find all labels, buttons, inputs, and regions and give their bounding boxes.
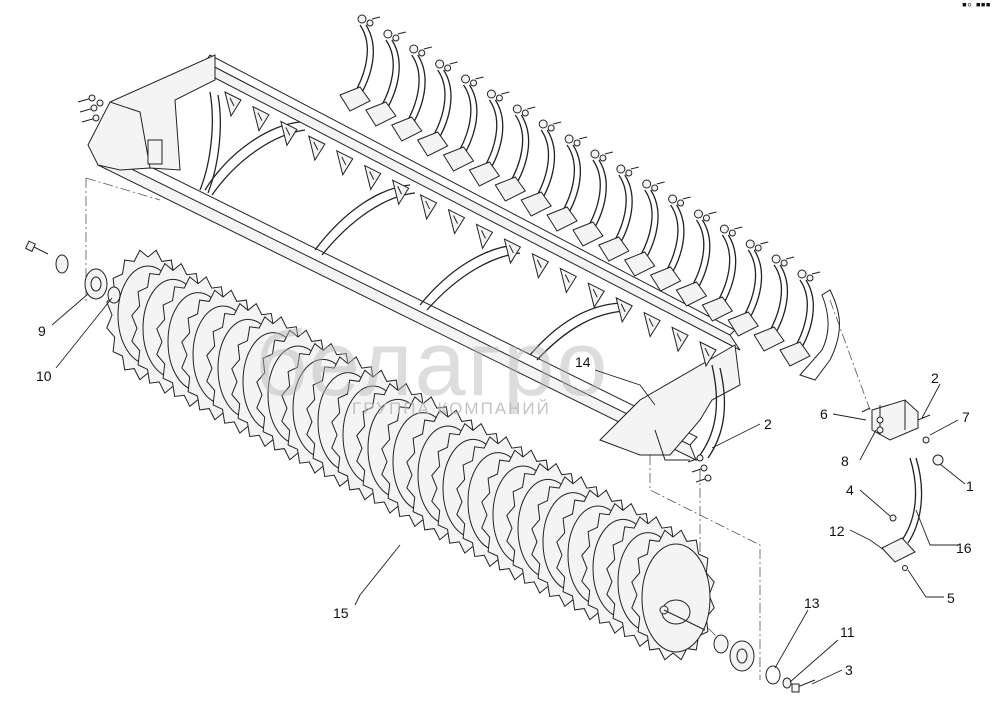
callout-12: 12 — [829, 523, 845, 539]
beam-bracket — [224, 91, 242, 118]
spring-tine — [416, 59, 458, 157]
corner-mark: ▪◦ ▪▪▪ — [962, 0, 991, 12]
beam-bracket — [503, 238, 522, 265]
callout-13: 13 — [804, 595, 820, 611]
spring-tine — [727, 239, 769, 337]
right-frame-bolts — [687, 454, 712, 483]
spring-tine — [649, 194, 691, 292]
callout-9: 9 — [38, 323, 46, 339]
spring-tine — [572, 149, 614, 247]
frame-beam — [87, 54, 741, 462]
spring-tines-row — [339, 14, 821, 367]
beam-bracket — [336, 149, 354, 177]
right-bearing-parts — [713, 634, 816, 693]
watermark-subtitle: ГРУППА КОМПАНИЙ — [352, 399, 551, 418]
spring-tine — [391, 44, 432, 142]
callout-3: 3 — [845, 662, 853, 678]
tine-detail-assembly — [799, 289, 944, 571]
callout-7: 7 — [962, 409, 970, 425]
beam-bracket — [643, 311, 661, 338]
callout-labels: 9 10 14 2 15 2 6 7 8 1 4 12 16 5 13 11 3 — [36, 323, 974, 678]
spring-tine — [546, 134, 588, 232]
spring-tine — [753, 254, 795, 352]
callout-5: 5 — [947, 590, 955, 606]
callout-16: 16 — [956, 540, 972, 556]
toothed-roller — [106, 249, 715, 661]
beam-brackets — [224, 91, 717, 368]
beam-bracket — [447, 208, 466, 235]
callout-14: 14 — [575, 354, 591, 370]
spring-tine — [779, 269, 821, 367]
spring-tine — [675, 209, 717, 307]
spring-tine — [365, 29, 407, 127]
spring-tine — [494, 104, 536, 202]
beam-bracket — [363, 164, 382, 191]
callout-8: 8 — [841, 453, 849, 469]
spring-tine — [520, 119, 562, 217]
beam-bracket — [475, 223, 494, 250]
callout-2-right: 2 — [931, 370, 939, 386]
beam-bracket — [531, 252, 550, 280]
beam-bracket — [587, 282, 605, 309]
roller-end-disc — [641, 543, 711, 653]
callout-1: 1 — [966, 478, 974, 494]
callout-11: 11 — [840, 624, 855, 640]
spring-tine — [598, 164, 639, 262]
left-bearing-parts — [24, 240, 121, 304]
beam-bracket — [671, 326, 689, 353]
beam-bracket — [391, 179, 410, 206]
beam-bracket — [308, 135, 326, 162]
spring-tine — [442, 74, 484, 172]
callout-2-left: 2 — [764, 416, 772, 432]
callout-4: 4 — [846, 482, 854, 498]
spring-tine — [701, 224, 743, 322]
callout-10: 10 — [36, 368, 52, 384]
leader-lines — [51, 293, 966, 685]
spring-tine — [339, 14, 381, 112]
spring-tine — [468, 89, 510, 187]
beam-bracket — [280, 120, 298, 147]
beam-bracket — [699, 341, 717, 368]
callout-6: 6 — [820, 406, 828, 422]
beam-bracket — [419, 194, 438, 221]
watermark-brand: белагро — [255, 313, 610, 415]
callout-15: 15 — [333, 605, 349, 621]
watermark: белагро ГРУППА КОМПАНИЙ — [255, 313, 610, 418]
beam-bracket — [252, 105, 270, 132]
beam-bracket — [615, 296, 633, 324]
spring-tine — [623, 179, 665, 277]
beam-bracket — [559, 267, 578, 294]
left-frame-bolts — [77, 94, 104, 123]
